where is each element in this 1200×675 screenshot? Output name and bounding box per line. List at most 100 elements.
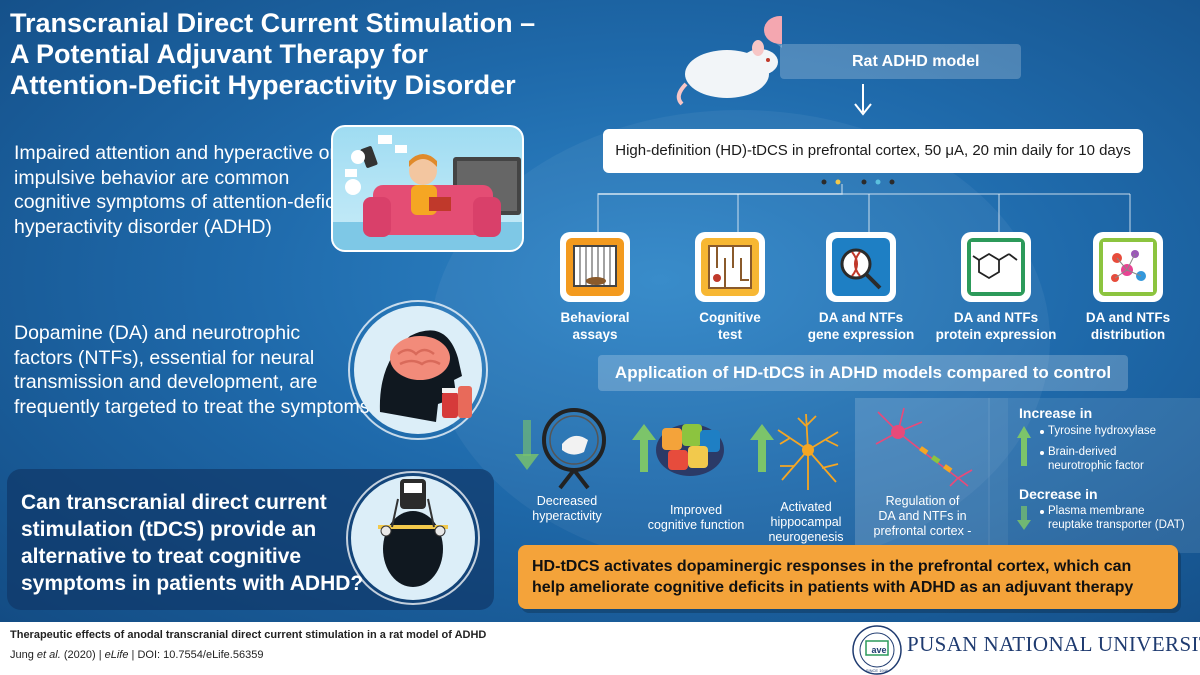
- conclusion-box: HD-tDCS activates dopaminergic responses…: [518, 545, 1178, 609]
- outcome-label-hyperactivity: Decreased hyperactivity: [522, 494, 612, 524]
- tdcs-head-icon: [351, 476, 475, 600]
- intro-line-4: hyperactivity disorder (ADHD): [14, 215, 272, 238]
- measure-label-line: assays: [572, 327, 618, 342]
- regulation-panel: [855, 398, 990, 553]
- seal-year-text: SINCE 1946: [866, 668, 889, 673]
- head-brain-icon: [354, 306, 482, 434]
- measure-label-line: distribution: [1090, 327, 1166, 342]
- outcome-label-line: hyperactivity: [532, 509, 602, 523]
- arrow-down-green-icon: [515, 420, 539, 470]
- application-label: Application of HD-tDCS in ADHD models co…: [598, 355, 1128, 391]
- behavioral-assay-tile: [560, 232, 630, 302]
- decrease-item-1-line: reuptake transporter (DAT): [1048, 519, 1185, 531]
- arrow-down-green-icon: [1017, 506, 1031, 530]
- measure-label-behavioral: Behavioral assays: [560, 309, 630, 343]
- citation-journal: eLife: [104, 649, 129, 661]
- citation-details: Jung et al. (2020) | eLife | DOI: 10.755…: [10, 649, 263, 661]
- neuron-icon: [777, 413, 839, 490]
- brain-head-circle: [348, 300, 488, 440]
- distracted-child-illustration: [331, 125, 524, 252]
- outcome-label-line: Decreased: [536, 494, 598, 508]
- regulation-label: Regulation of DA and NTFs in prefrontal …: [855, 494, 990, 539]
- cognitive-test-tile: [695, 232, 765, 302]
- intro-line-1: Impaired attention and hyperactive or: [14, 142, 336, 164]
- question-line-4: symptoms in patients with ADHD?: [21, 572, 364, 595]
- measure-label-cognitive: Cognitive test: [680, 309, 780, 343]
- measure-label-line: test: [717, 327, 742, 342]
- outcome-label-line: Activated: [780, 500, 832, 514]
- increase-item-2-line: Brain-derived: [1048, 446, 1117, 458]
- question-text: Can transcranial direct current stimulat…: [21, 489, 363, 597]
- arrow-up-green-icon: [750, 424, 774, 472]
- tdcs-head-circle: [346, 471, 480, 605]
- increase-item-2-line: neurotrophic factor: [1048, 460, 1144, 472]
- maze-icon: [708, 245, 752, 289]
- citation-doi: | DOI: 10.7554/eLife.56359: [131, 649, 264, 661]
- dopamine-text: Dopamine (DA) and neurotrophic factors (…: [14, 321, 370, 419]
- measure-label-line: DA and NTFs: [1085, 310, 1171, 325]
- question-line-3: alternative to treat cognitive: [21, 545, 302, 568]
- question-line-1: Can transcranial direct current: [21, 491, 327, 514]
- intro-line-3: cognitive symptoms of attention-deficit: [14, 191, 345, 213]
- conclusion-line-1: HD-tDCS activates dopaminergic responses…: [532, 558, 1132, 575]
- regulation-line: DA and NTFs in: [878, 509, 967, 523]
- citation-authors: Jung: [10, 649, 34, 661]
- regulation-line: Regulation of: [885, 494, 960, 508]
- intro-line-2: impulsive behavior are common: [14, 166, 290, 189]
- neuron-signal-icon: [875, 407, 973, 487]
- dna-magnifier-icon: [840, 248, 882, 290]
- university-seal-icon: SINCE 1946: [852, 625, 902, 675]
- rat-model-label: Rat ADHD model: [780, 44, 1021, 79]
- measure-label-line: Behavioral: [560, 310, 630, 325]
- measure-label-line: DA and NTFs: [818, 310, 904, 325]
- decrease-item-1-line: Plasma membrane: [1048, 505, 1145, 517]
- background-glow: [430, 110, 1050, 570]
- question-line-2: stimulation (tDCS) provide an: [21, 518, 317, 541]
- title-line-1: Transcranial Direct Current Stimulation …: [10, 8, 536, 38]
- molecule-icon: [971, 242, 1021, 292]
- infographic-background: Transcranial Direct Current Stimulation …: [0, 0, 1200, 622]
- dopamine-line-2: factors (NTFs), essential for neural: [14, 346, 315, 369]
- regulation-line: prefrontal cortex -: [873, 524, 972, 538]
- panel-chevron: [988, 398, 1008, 553]
- measure-label-protein: DA and NTFs protein expression: [932, 309, 1060, 343]
- outcome-label-line: cognitive function: [647, 518, 745, 532]
- gene-expression-tile: [826, 232, 896, 302]
- bullet-dot: [1040, 430, 1044, 434]
- outcome-label-line: neurogenesis: [768, 530, 844, 544]
- dopamine-line-1: Dopamine (DA) and neurotrophic: [14, 322, 301, 344]
- citation-etal: et al.: [36, 649, 61, 661]
- page-title: Transcranial Direct Current Stimulation …: [10, 8, 570, 101]
- protocol-box: High-definition (HD)-tDCS in prefrontal …: [603, 129, 1143, 173]
- citation-year: (2020) |: [63, 649, 102, 661]
- measure-label-distribution: DA and NTFs distribution: [1068, 309, 1188, 343]
- outcome-label-line: Improved: [669, 503, 723, 517]
- measure-label-line: Cognitive: [699, 310, 761, 325]
- hamster-wheel-icon: [542, 408, 606, 490]
- child-on-sofa-icon: [333, 135, 522, 250]
- measure-label-line: gene expression: [807, 327, 915, 342]
- puzzle-brain-icon: [656, 424, 724, 476]
- cage-icon: [573, 245, 617, 287]
- cell-network-icon: [1103, 242, 1153, 292]
- distribution-tile: [1093, 232, 1163, 302]
- increase-item-2: Brain-derived neurotrophic factor: [1048, 445, 1144, 473]
- arrow-up-green-icon: [632, 424, 656, 472]
- outcome-label-line: hippocampal: [770, 515, 842, 529]
- outcome-label-neurogenesis: Activated hippocampal neurogenesis: [758, 500, 854, 545]
- decrease-item-1: Plasma membrane reuptake transporter (DA…: [1048, 504, 1185, 532]
- intro-text: Impaired attention and hyperactive or im…: [14, 141, 345, 239]
- measure-label-gene: DA and NTFs gene expression: [798, 309, 924, 343]
- title-line-3: Attention-Deficit Hyperactivity Disorder: [10, 70, 516, 100]
- connector-lines: [597, 179, 1131, 232]
- measure-label-line: protein expression: [935, 327, 1057, 342]
- arrow-up-green-icon: [1017, 426, 1031, 466]
- rat-icon: [676, 16, 782, 106]
- increase-item-1: Tyrosine hydroxylase: [1048, 425, 1157, 437]
- conclusion-line-2: help ameliorate cognitive deficits in pa…: [532, 579, 1134, 596]
- protein-expression-tile: [961, 232, 1031, 302]
- title-line-2: A Potential Adjuvant Therapy for: [10, 39, 429, 69]
- arrow-down-icon: [854, 84, 872, 116]
- seal-text: ave: [871, 645, 887, 655]
- decrease-header: Decrease in: [1019, 486, 1098, 502]
